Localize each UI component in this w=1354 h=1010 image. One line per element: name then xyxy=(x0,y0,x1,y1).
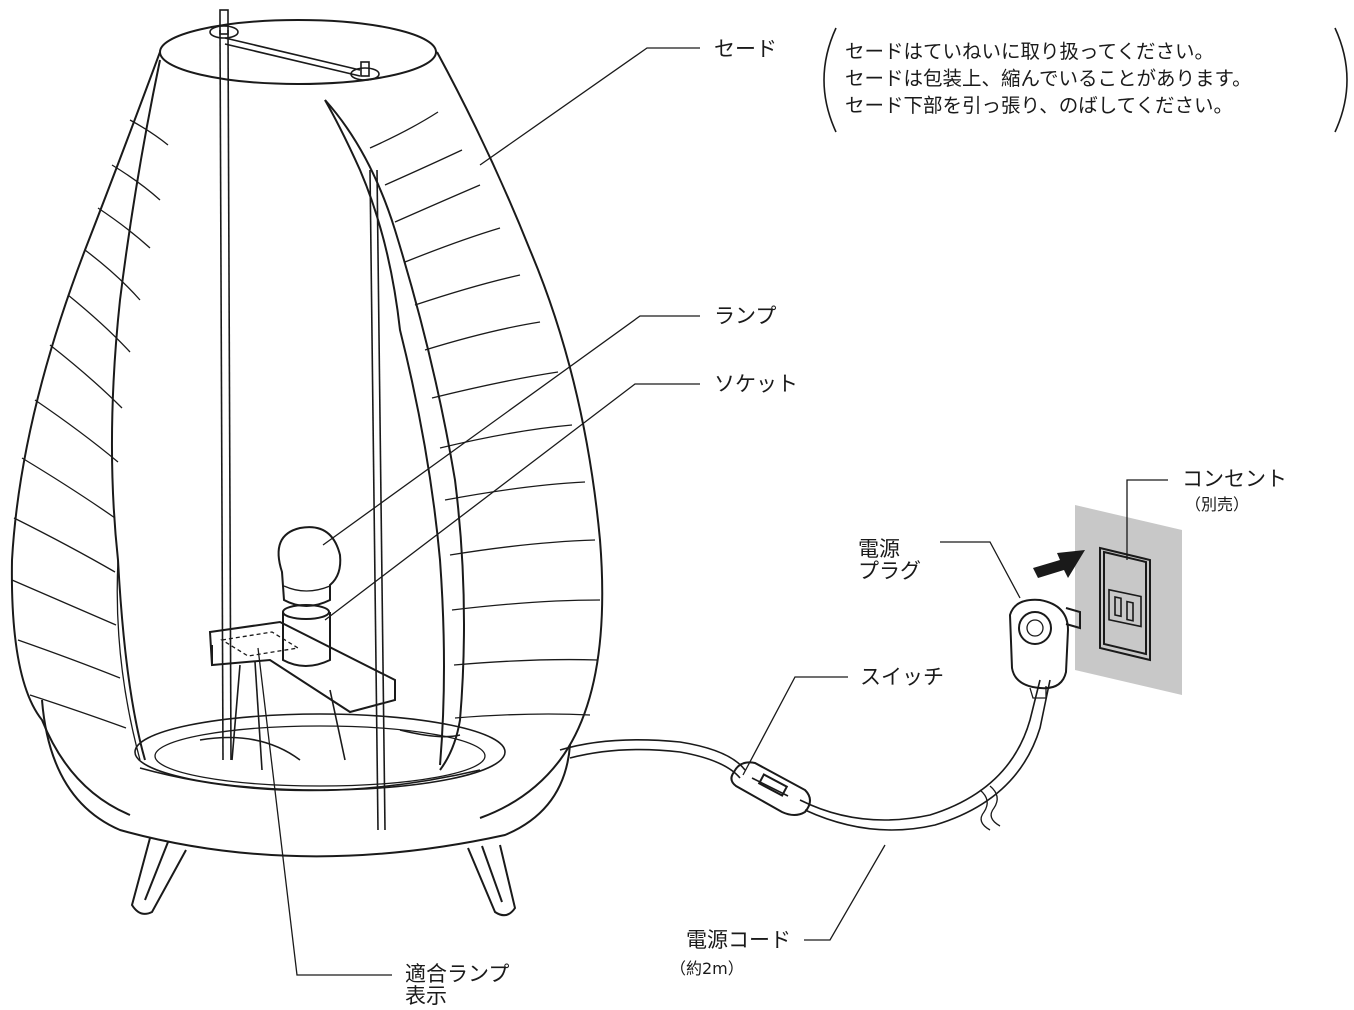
note-line: セードはていねいに取り扱ってください。 xyxy=(845,40,1214,63)
wall-outlet xyxy=(1075,505,1182,695)
cord-switch xyxy=(730,761,811,816)
label-plug-line2: プラグ xyxy=(858,559,921,583)
lamp-legs xyxy=(130,837,517,917)
label-shade: セード xyxy=(714,37,777,61)
shade xyxy=(10,19,604,819)
lamp-base-ring xyxy=(41,699,571,858)
shade-ribs-right xyxy=(369,111,601,719)
label-plug-line1: 電源 xyxy=(858,537,900,561)
label-socket: ソケット xyxy=(714,372,798,396)
power-plug xyxy=(1008,598,1081,699)
label-compat-line1: 適合ランプ xyxy=(405,962,510,986)
note-brackets xyxy=(823,27,1348,133)
label-compat-line2: 表示 xyxy=(405,984,447,1008)
socket-bracket xyxy=(199,620,461,771)
shade-handling-note: セードはていねいに取り扱ってください。 セードは包装上、縮んでいることがあります… xyxy=(845,38,1252,119)
power-cord xyxy=(559,679,1051,831)
lamp-bulb xyxy=(277,526,342,607)
note-line: セードは包装上、縮んでいることがあります。 xyxy=(845,67,1252,90)
label-outlet: コンセント xyxy=(1182,467,1287,491)
note-line: セード下部を引っ張り、のばしてください。 xyxy=(845,94,1234,117)
leader-lines xyxy=(257,47,1168,976)
label-outlet-note: （別売） xyxy=(1185,495,1250,514)
label-cord-note: （約2m） xyxy=(670,959,744,978)
label-switch: スイッチ xyxy=(860,665,944,689)
label-lamp: ランプ xyxy=(714,304,777,328)
shade-ribs-left xyxy=(11,119,169,729)
wall-plate xyxy=(1075,505,1182,695)
insert-arrow-icon xyxy=(1033,550,1085,578)
label-cord: 電源コード xyxy=(686,928,791,952)
